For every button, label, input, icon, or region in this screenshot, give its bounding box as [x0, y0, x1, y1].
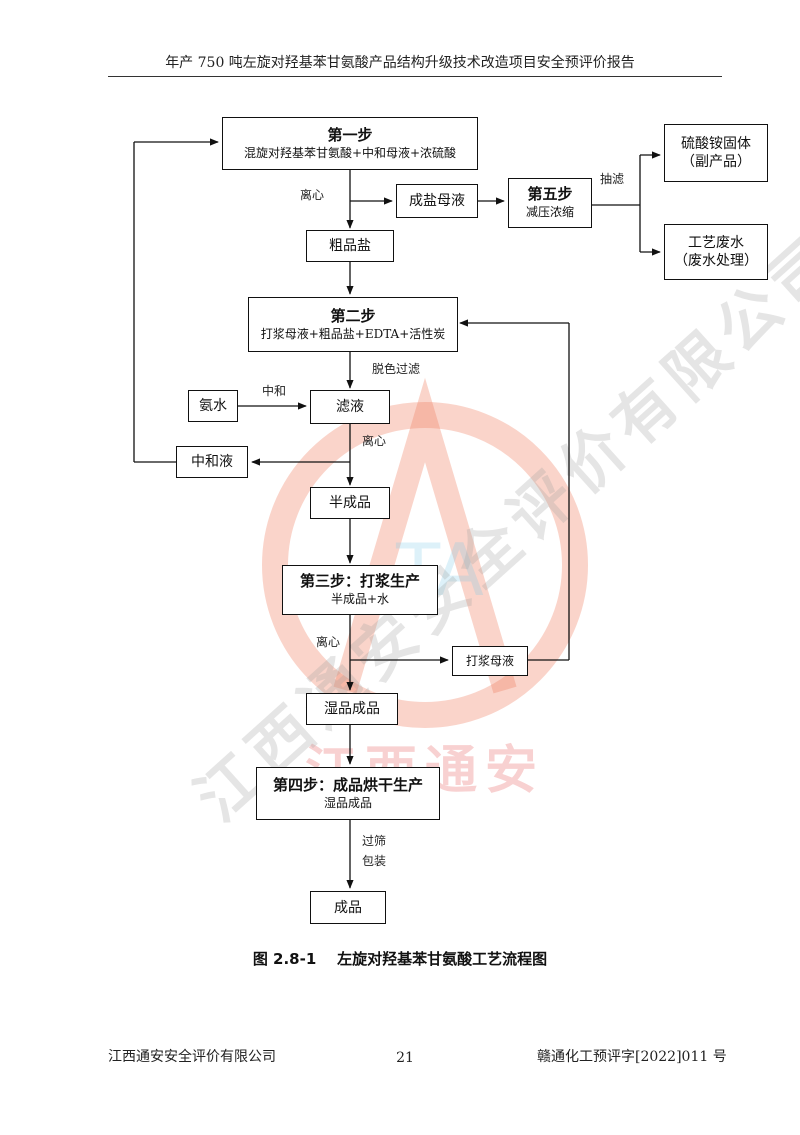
step5-subtitle: 减压浓缩	[525, 205, 574, 219]
salt-mother-liquor-label: 成盐母液	[409, 193, 465, 209]
filtrate-label: 滤液	[336, 399, 364, 415]
step5-box: 第五步 减压浓缩	[508, 178, 592, 228]
final-product-label: 成品	[334, 899, 362, 916]
step1-subtitle: 混旋对羟基苯甘氨酸+中和母液+浓硫酸	[243, 145, 457, 160]
step3-box: 第三步：打浆生产 半成品+水	[282, 565, 438, 615]
slurry-mother-liquor-label: 打浆母液	[465, 654, 514, 668]
label-centrifuge-2: 离心	[362, 434, 387, 448]
label-neutralize: 中和	[262, 384, 287, 398]
step3-title: 第三步：打浆生产	[299, 572, 420, 590]
neutral-liquor-box: 中和液	[176, 446, 248, 478]
figure-caption: 图 2.8-1 左旋对羟基苯甘氨酸工艺流程图	[252, 950, 548, 968]
label-decolor-filter: 脱色过滤	[372, 362, 421, 376]
footer-report-number: 赣通化工预评字[2022]011 号	[537, 1049, 727, 1065]
step3-subtitle: 半成品+水	[330, 592, 390, 606]
label-pack: 包装	[362, 854, 387, 868]
step5-title: 第五步	[527, 185, 573, 203]
step2-box: 第二步 打浆母液+粗品盐+EDTA+活性炭	[248, 297, 458, 352]
label-centrifuge-1: 离心	[300, 188, 325, 202]
step4-subtitle: 湿品成品	[323, 795, 372, 810]
semi-product-box: 半成品	[310, 487, 390, 519]
label-suction-filter: 抽滤	[600, 172, 625, 186]
step4-box: 第四步：成品烘干生产 湿品成品	[256, 767, 440, 820]
wet-product-label: 湿品成品	[324, 701, 380, 717]
step2-subtitle: 打浆母液+粗品盐+EDTA+活性炭	[260, 326, 446, 341]
header-rule	[108, 76, 722, 77]
step1-title: 第一步	[327, 125, 373, 144]
wastewater-box: 工艺废水 （废水处理）	[664, 224, 768, 280]
ammonia-label: 氨水	[199, 398, 227, 414]
salt-mother-liquor-box: 成盐母液	[396, 184, 478, 218]
filtrate-box: 滤液	[310, 390, 390, 424]
ammonium-sulfate-line1: 硫酸铵固体	[681, 136, 751, 152]
ammonium-sulfate-box: 硫酸铵固体 （副产品）	[664, 124, 768, 182]
page-header: 年产 750 吨左旋对羟基苯甘氨酸产品结构升级技术改造项目安全预评价报告	[165, 55, 635, 71]
step2-title: 第二步	[330, 306, 376, 325]
wet-product-box: 湿品成品	[306, 693, 398, 725]
wastewater-line2: （废水处理）	[674, 253, 758, 269]
step4-title: 第四步：成品烘干生产	[272, 775, 423, 794]
step1-box: 第一步 混旋对羟基苯甘氨酸+中和母液+浓硫酸	[222, 117, 478, 170]
slurry-mother-liquor-box: 打浆母液	[452, 646, 528, 676]
footer-page-number: 21	[396, 1050, 414, 1066]
crude-salt-box: 粗品盐	[306, 230, 394, 262]
semi-product-label: 半成品	[329, 495, 371, 511]
ammonia-box: 氨水	[188, 390, 238, 422]
final-product-box: 成品	[310, 891, 386, 924]
label-centrifuge-3: 离心	[316, 635, 341, 649]
wastewater-line1: 工艺废水	[688, 235, 744, 251]
neutral-liquor-label: 中和液	[191, 454, 233, 470]
footer-company: 江西通安安全评价有限公司	[108, 1049, 276, 1065]
label-sieve: 过筛	[362, 834, 387, 848]
ammonium-sulfate-line2: （副产品）	[681, 154, 751, 170]
crude-salt-label: 粗品盐	[329, 238, 371, 254]
